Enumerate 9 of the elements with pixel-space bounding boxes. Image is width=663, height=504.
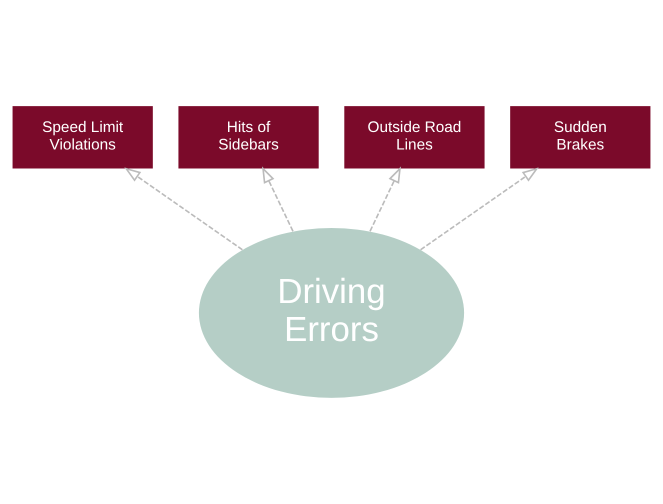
arrow: [420, 167, 539, 250]
node-box: Outside Road Lines: [344, 106, 485, 169]
node-box: Hits of Sidebars: [178, 106, 319, 169]
node-box: Sudden Brakes: [510, 106, 650, 169]
node-box: Speed Limit Violations: [12, 106, 153, 169]
arrow: [262, 166, 294, 232]
arrow: [124, 167, 243, 250]
arrow: [369, 166, 402, 232]
node-ellipse: Driving Errors: [198, 228, 464, 398]
